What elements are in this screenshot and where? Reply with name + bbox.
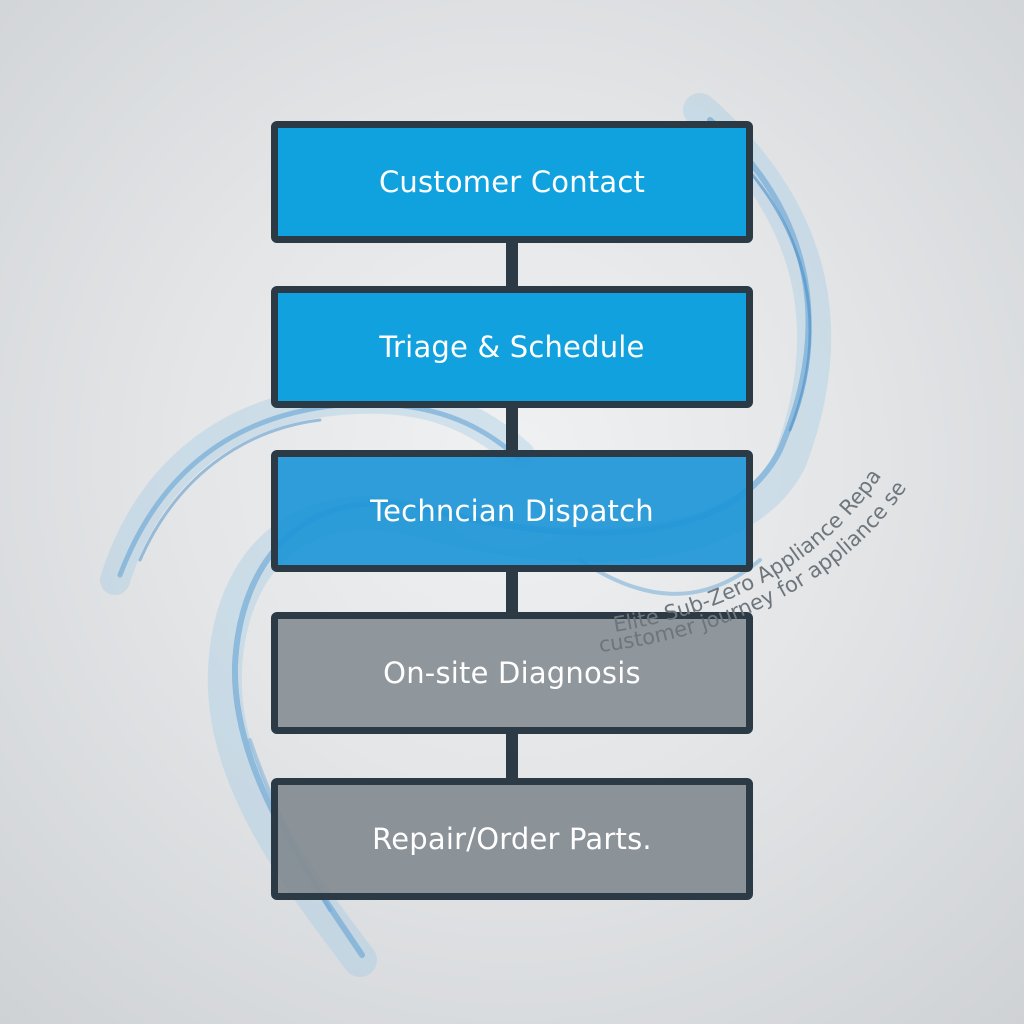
- connector-3-4: [506, 572, 518, 612]
- step-triage-schedule: Triage & Schedule: [271, 286, 753, 408]
- step-label: Customer Contact: [378, 165, 646, 199]
- step-technician-dispatch: Techncian Dispatch: [271, 450, 753, 572]
- step-label: Repair/Order Parts.: [372, 822, 652, 856]
- connector-4-5: [506, 734, 518, 778]
- step-label: Techncian Dispatch: [370, 494, 654, 528]
- connector-2-3: [506, 408, 518, 450]
- connector-1-2: [506, 243, 518, 286]
- step-label: On-site Diagnosis: [383, 656, 641, 690]
- step-repair-order-parts: Repair/Order Parts.: [271, 778, 753, 900]
- step-label: Triage & Schedule: [379, 330, 645, 364]
- step-customer-contact: Customer Contact: [271, 121, 753, 243]
- step-onsite-diagnosis: On-site Diagnosis: [271, 612, 753, 734]
